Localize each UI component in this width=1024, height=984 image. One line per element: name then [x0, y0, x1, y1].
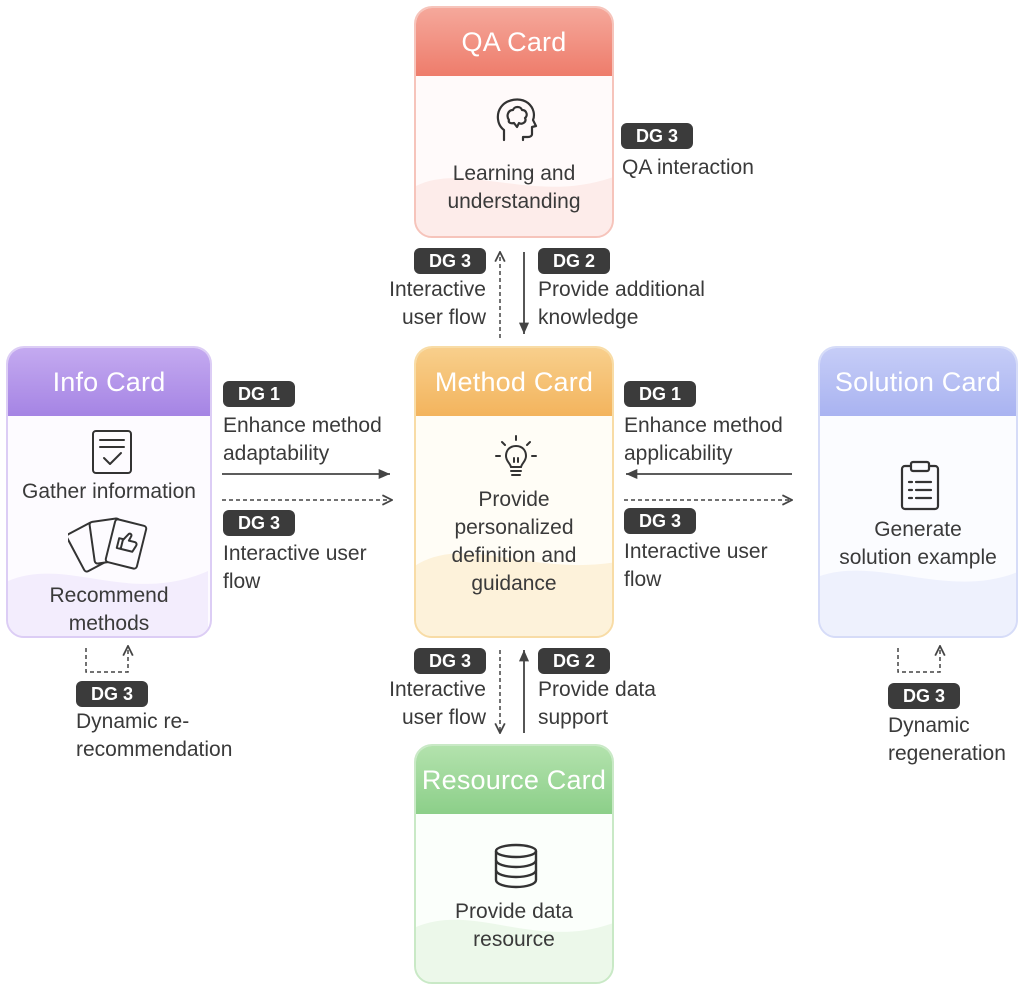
qa-card-text-line1: Learning and — [452, 162, 576, 185]
label-line: flow — [624, 568, 662, 591]
solution-loop-dashed-arrow — [897, 646, 940, 673]
interactive-user-flow-label: Interactive user flow — [389, 676, 486, 732]
info-card-recommend-line2: methods — [68, 612, 150, 635]
method-card-text-line4: guidance — [471, 572, 557, 595]
info-card-body: Gather information Recommend methods — [8, 416, 210, 636]
dg-badge: DG 3 — [888, 683, 960, 709]
qa-interaction-label: QA interaction — [622, 156, 754, 179]
enhance-method-applicability-label: Enhance method applicability — [624, 412, 783, 468]
dg-badge: DG 3 — [76, 681, 148, 707]
dg-badge: DG 2 — [538, 248, 610, 274]
solution-card-text-line1: Generate — [874, 518, 962, 541]
info-card-gather-text: Gather information — [22, 480, 196, 503]
label-line: recommendation — [76, 738, 233, 761]
label-line: support — [538, 706, 609, 729]
label-line: Provide data — [538, 678, 656, 701]
label-line: Provide additional — [538, 278, 705, 301]
dynamic-re-recommendation-label: Dynamic re- recommendation — [76, 708, 232, 764]
qa-card-text-line2: understanding — [447, 190, 581, 213]
resource-card-title: Resource Card — [421, 764, 607, 795]
dg-badge: DG 3 — [624, 508, 696, 534]
label-line: Interactive user — [624, 540, 768, 563]
info-loop-dashed-arrow — [85, 646, 128, 673]
method-card-text-line2: personalized — [454, 516, 574, 539]
resource-card-body: Provide data resource — [416, 814, 612, 982]
info-card-recommend-line1: Recommend — [49, 584, 169, 607]
lightbulb-icon — [492, 432, 540, 489]
label-line: Dynamic re- — [76, 710, 190, 733]
qa-card[interactable]: QA Card Learning and understanding — [414, 6, 614, 238]
label-line: Interactive — [389, 678, 486, 701]
label-line: Dynamic — [888, 714, 970, 737]
clipboard-icon — [898, 460, 942, 517]
solution-card-header: Solution Card — [820, 348, 1016, 416]
method-card-text-line3: definition and — [451, 544, 577, 567]
method-card-body: Provide personalized definition and guid… — [416, 416, 612, 636]
solution-card-title: Solution Card — [834, 366, 1002, 397]
dg-badge: DG 3 — [414, 248, 486, 274]
label-line: Interactive user — [223, 542, 367, 565]
dg-badge: DG 2 — [538, 648, 610, 674]
thumbs-up-cards-icon — [65, 512, 154, 583]
dg-badge: DG 3 — [621, 123, 693, 149]
solution-card[interactable]: Solution Card Generate solution example — [818, 346, 1018, 638]
dg-badge: DG 3 — [223, 510, 295, 536]
qa-card-header: QA Card — [416, 8, 612, 76]
label-line: flow — [223, 570, 261, 593]
label-line: Enhance method — [624, 414, 783, 437]
interactive-user-flow-label: Interactive user flow — [624, 538, 768, 594]
dg-badge: DG 3 — [414, 648, 486, 674]
qa-card-body: Learning and understanding — [416, 76, 612, 236]
provide-additional-knowledge-label: Provide additional knowledge — [538, 276, 705, 332]
enhance-method-adaptability-label: Enhance method adaptability — [223, 412, 382, 468]
database-icon — [492, 842, 540, 895]
interactive-user-flow-label: Interactive user flow — [389, 276, 486, 332]
method-card-text-line1: Provide — [478, 488, 550, 511]
resource-card-text-line2: resource — [473, 928, 555, 951]
solution-card-text-line2: solution example — [839, 546, 997, 569]
dg-badge: DG 1 — [223, 381, 295, 407]
resource-card-text-line1: Provide data — [455, 900, 573, 923]
resource-card[interactable]: Resource Card Provide data resource — [414, 744, 614, 984]
qa-card-title: QA Card — [461, 26, 567, 57]
method-card-header: Method Card — [416, 348, 612, 416]
solution-card-body: Generate solution example — [820, 416, 1016, 636]
dg-badge: DG 1 — [624, 381, 696, 407]
head-brain-icon — [490, 94, 542, 151]
label-line: applicability — [624, 442, 733, 465]
label-line: Enhance method — [223, 414, 382, 437]
label-line: user flow — [401, 706, 486, 729]
label-line: Interactive — [389, 278, 486, 301]
label-line: knowledge — [538, 306, 639, 329]
info-card-header: Info Card — [8, 348, 210, 416]
label-line: regeneration — [888, 742, 1006, 765]
info-card[interactable]: Info Card Gather information Recommend m… — [6, 346, 212, 638]
interactive-user-flow-label: Interactive user flow — [223, 540, 367, 596]
dynamic-regeneration-label: Dynamic regeneration — [888, 712, 1006, 768]
resource-card-header: Resource Card — [416, 746, 612, 814]
label-line: adaptability — [223, 442, 330, 465]
label-line: user flow — [401, 306, 486, 329]
checklist-document-icon — [90, 428, 134, 481]
provide-data-support-label: Provide data support — [538, 676, 656, 732]
method-card[interactable]: Method Card Provide personalized definit… — [414, 346, 614, 638]
method-card-title: Method Card — [434, 366, 594, 397]
info-card-title: Info Card — [52, 366, 166, 397]
